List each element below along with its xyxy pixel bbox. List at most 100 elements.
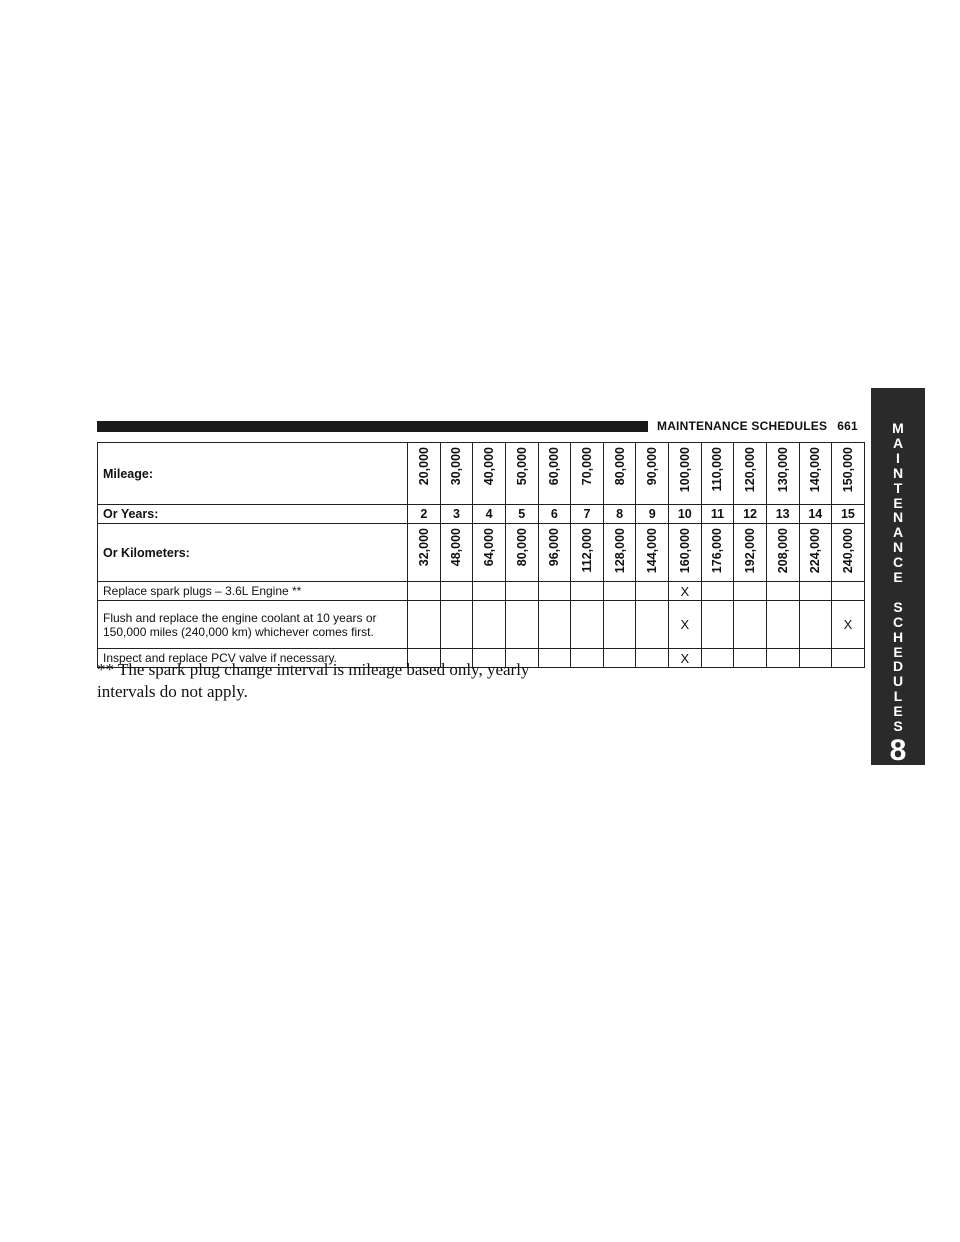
task-row: Flush and replace the engine coolant at … [97, 600, 865, 649]
task-cell [504, 581, 539, 601]
years-label: Or Years: [97, 504, 408, 524]
mileage-cell: 20,000 [407, 442, 441, 505]
kilometers-value: 96,000 [547, 528, 562, 567]
mileage-cell: 130,000 [765, 442, 800, 505]
task-cell [537, 600, 572, 649]
task-cell [733, 648, 767, 668]
task-cell [831, 581, 865, 601]
kilometers-cell: 96,000 [537, 523, 572, 582]
mileage-value: 140,000 [808, 447, 823, 493]
kilometers-cell: 192,000 [733, 523, 767, 582]
header-rule [97, 421, 648, 432]
mileage-cell: 90,000 [635, 442, 669, 505]
kilometers-cell: 240,000 [831, 523, 865, 582]
years-cell: 4 [472, 504, 506, 524]
kilometers-cell: 208,000 [765, 523, 800, 582]
kilometers-cell: 128,000 [602, 523, 637, 582]
task-cell [472, 581, 506, 601]
chapter-tab-letter: I [896, 449, 900, 466]
mileage-cell: 70,000 [570, 442, 604, 505]
chapter-tab-letter: N [892, 539, 904, 556]
task-mark: X [843, 617, 853, 632]
task-cell [439, 600, 474, 649]
chapter-tab-letter: N [892, 464, 904, 481]
task-cell [765, 600, 800, 649]
years-cell: 3 [439, 504, 474, 524]
task-cell [733, 600, 767, 649]
task-mark: X [680, 583, 690, 599]
task-cell [439, 581, 474, 601]
chapter-tab-letter: E [893, 494, 903, 511]
mileage-cell: 110,000 [700, 442, 735, 505]
task-name: Replace spark plugs – 3.6L Engine ** [97, 581, 408, 601]
years-value: 2 [420, 507, 428, 521]
task-cell [798, 581, 833, 601]
years-value: 12 [743, 507, 758, 521]
mileage-value: 150,000 [840, 447, 855, 493]
chapter-tab-letter: D [892, 658, 904, 675]
kilometers-label: Or Kilometers: [97, 523, 408, 582]
kilometers-cell: 112,000 [570, 523, 604, 582]
task-name: Flush and replace the engine coolant at … [97, 600, 408, 649]
task-cell [537, 648, 572, 668]
years-value: 6 [550, 507, 558, 521]
mileage-cell: 30,000 [439, 442, 474, 505]
kilometers-value: 64,000 [482, 528, 497, 567]
chapter-tab-letter: A [892, 524, 904, 541]
task-cell [504, 648, 539, 668]
kilometers-value: 32,000 [416, 528, 431, 567]
years-value: 13 [775, 507, 790, 521]
chapter-tab-letter: S [893, 598, 903, 615]
chapter-tab-letter: H [892, 628, 904, 645]
years-cell: 7 [570, 504, 604, 524]
task-cell [831, 648, 865, 668]
mileage-value: 70,000 [579, 447, 594, 486]
years-cell: 8 [602, 504, 637, 524]
task-cell [537, 581, 572, 601]
mileage-label: Mileage: [97, 442, 408, 505]
kilometers-value: 112,000 [579, 528, 594, 573]
chapter-tab-letter: L [893, 688, 903, 705]
mileage-value: 20,000 [416, 447, 431, 486]
task-cell [407, 600, 441, 649]
task-cell: X [831, 600, 865, 649]
chapter-tab-letter: S [893, 718, 903, 735]
task-cell [602, 648, 637, 668]
task-cell [765, 581, 800, 601]
mileage-value: 110,000 [710, 447, 725, 492]
mileage-cell: 140,000 [798, 442, 833, 505]
chapter-tab-letter: E [893, 643, 903, 660]
task-row: Inspect and replace PCV valve if necessa… [97, 648, 865, 668]
mileage-value: 80,000 [612, 447, 627, 486]
running-header: MAINTENANCE SCHEDULES 661 [657, 419, 858, 433]
years-cell: 2 [407, 504, 441, 524]
kilometers-cell: 144,000 [635, 523, 669, 582]
kilometers-cell: 224,000 [798, 523, 833, 582]
mileage-value: 90,000 [645, 447, 660, 486]
page-number: 661 [837, 419, 858, 433]
kilometers-cell: 64,000 [472, 523, 506, 582]
task-cell: X [668, 581, 702, 601]
years-value: 11 [710, 507, 725, 521]
mileage-value: 100,000 [677, 447, 692, 493]
task-cell [700, 648, 735, 668]
task-cell: X [668, 600, 702, 649]
footnote: ** The spark plug change interval is mil… [97, 660, 530, 701]
task-cell [472, 600, 506, 649]
years-value: 14 [808, 507, 823, 521]
kilometers-value: 128,000 [612, 528, 627, 574]
header-title: MAINTENANCE SCHEDULES [657, 419, 828, 433]
chapter-tab-letter: C [892, 554, 904, 571]
years-cell: 15 [831, 504, 865, 524]
task-cell [700, 600, 735, 649]
task-cell [602, 600, 637, 649]
kilometers-value: 208,000 [775, 528, 790, 574]
kilometers-value: 240,000 [840, 528, 855, 574]
task-cell [407, 581, 441, 601]
years-value: 9 [648, 507, 656, 521]
kilometers-cell: 160,000 [668, 523, 702, 582]
